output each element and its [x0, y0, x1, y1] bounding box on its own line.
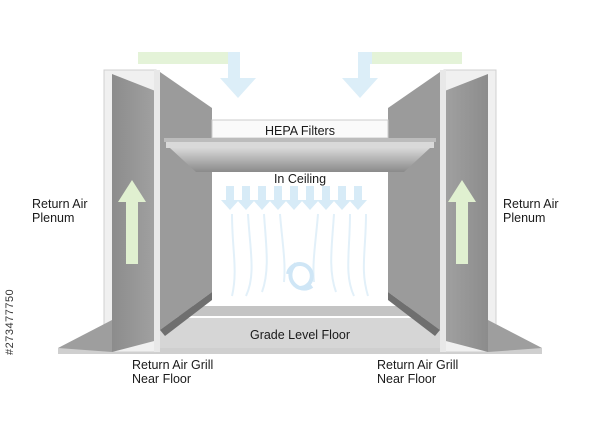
- return-air-arrows: [118, 180, 476, 264]
- grade-level-floor-label: Grade Level Floor: [249, 328, 351, 342]
- image-id-label: #273477750: [4, 288, 16, 355]
- room-interior: [212, 162, 388, 302]
- left-wall: [154, 70, 212, 352]
- return-air-plenum-label-right: Return Air Plenum: [503, 197, 559, 225]
- return-air-grill-label-left: Return Air Grill Near Floor: [132, 358, 214, 386]
- return-air-grill-label-right: Return Air Grill Near Floor: [377, 358, 459, 386]
- up-arrow-icon: [118, 180, 146, 264]
- hepa-filter-panel: [164, 119, 436, 172]
- return-air-plenum-label-left: Return Air Plenum: [32, 197, 88, 225]
- grade-level-floor: [58, 306, 542, 354]
- in-ceiling-label: In Ceiling: [273, 172, 327, 186]
- recirculation-icon: [286, 262, 314, 291]
- hepa-filters-label: HEPA Filters: [265, 124, 335, 138]
- right-wall: [388, 70, 446, 352]
- up-arrow-icon: [448, 180, 476, 264]
- supply-air-arrows: [138, 52, 462, 98]
- airflow-streamlines: [231, 213, 369, 297]
- laminar-airflow: [221, 186, 367, 210]
